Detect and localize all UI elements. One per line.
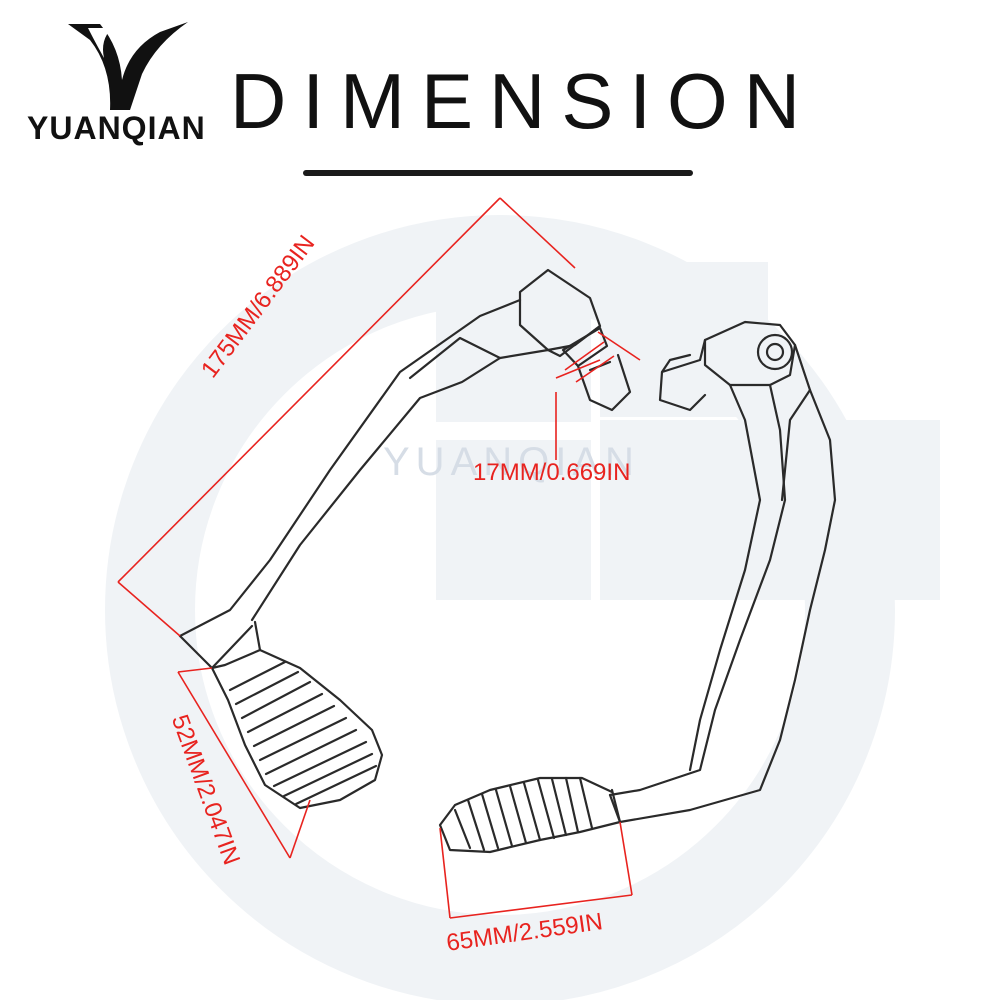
grip-length-ext-a — [177, 667, 213, 673]
mount-extension-a — [564, 341, 605, 371]
dimension-lines — [117, 197, 641, 919]
grip-width-ext-a — [439, 827, 451, 919]
title-underline — [303, 170, 693, 176]
right-guard-mount — [658, 320, 797, 412]
length-dimension-line — [117, 197, 501, 583]
left-guard-mount — [518, 268, 632, 412]
grip-width-ext-b — [619, 821, 633, 896]
page-title: DIMENSION — [230, 57, 817, 145]
right-guard-arm — [608, 343, 837, 824]
mount-extension-c — [597, 331, 641, 361]
grip-length-ext-b — [289, 799, 311, 859]
left-guard-grip — [210, 648, 384, 810]
grip-length-line — [177, 671, 291, 859]
mount-leader-a — [555, 359, 601, 379]
grip-width-line — [449, 894, 633, 919]
length-extension-bottom — [117, 581, 181, 637]
brand-name: YUANQIAN — [27, 110, 206, 146]
watermark-text: YUANQIAN — [383, 440, 640, 484]
mount-extension-b — [575, 355, 615, 383]
length-extension-top — [499, 197, 576, 269]
left-guard-arm — [178, 298, 550, 670]
right-guard-grip — [438, 776, 622, 854]
brand-logo-icon — [68, 22, 188, 110]
mount-diameter-label: 17MM/0.669IN — [473, 459, 631, 486]
